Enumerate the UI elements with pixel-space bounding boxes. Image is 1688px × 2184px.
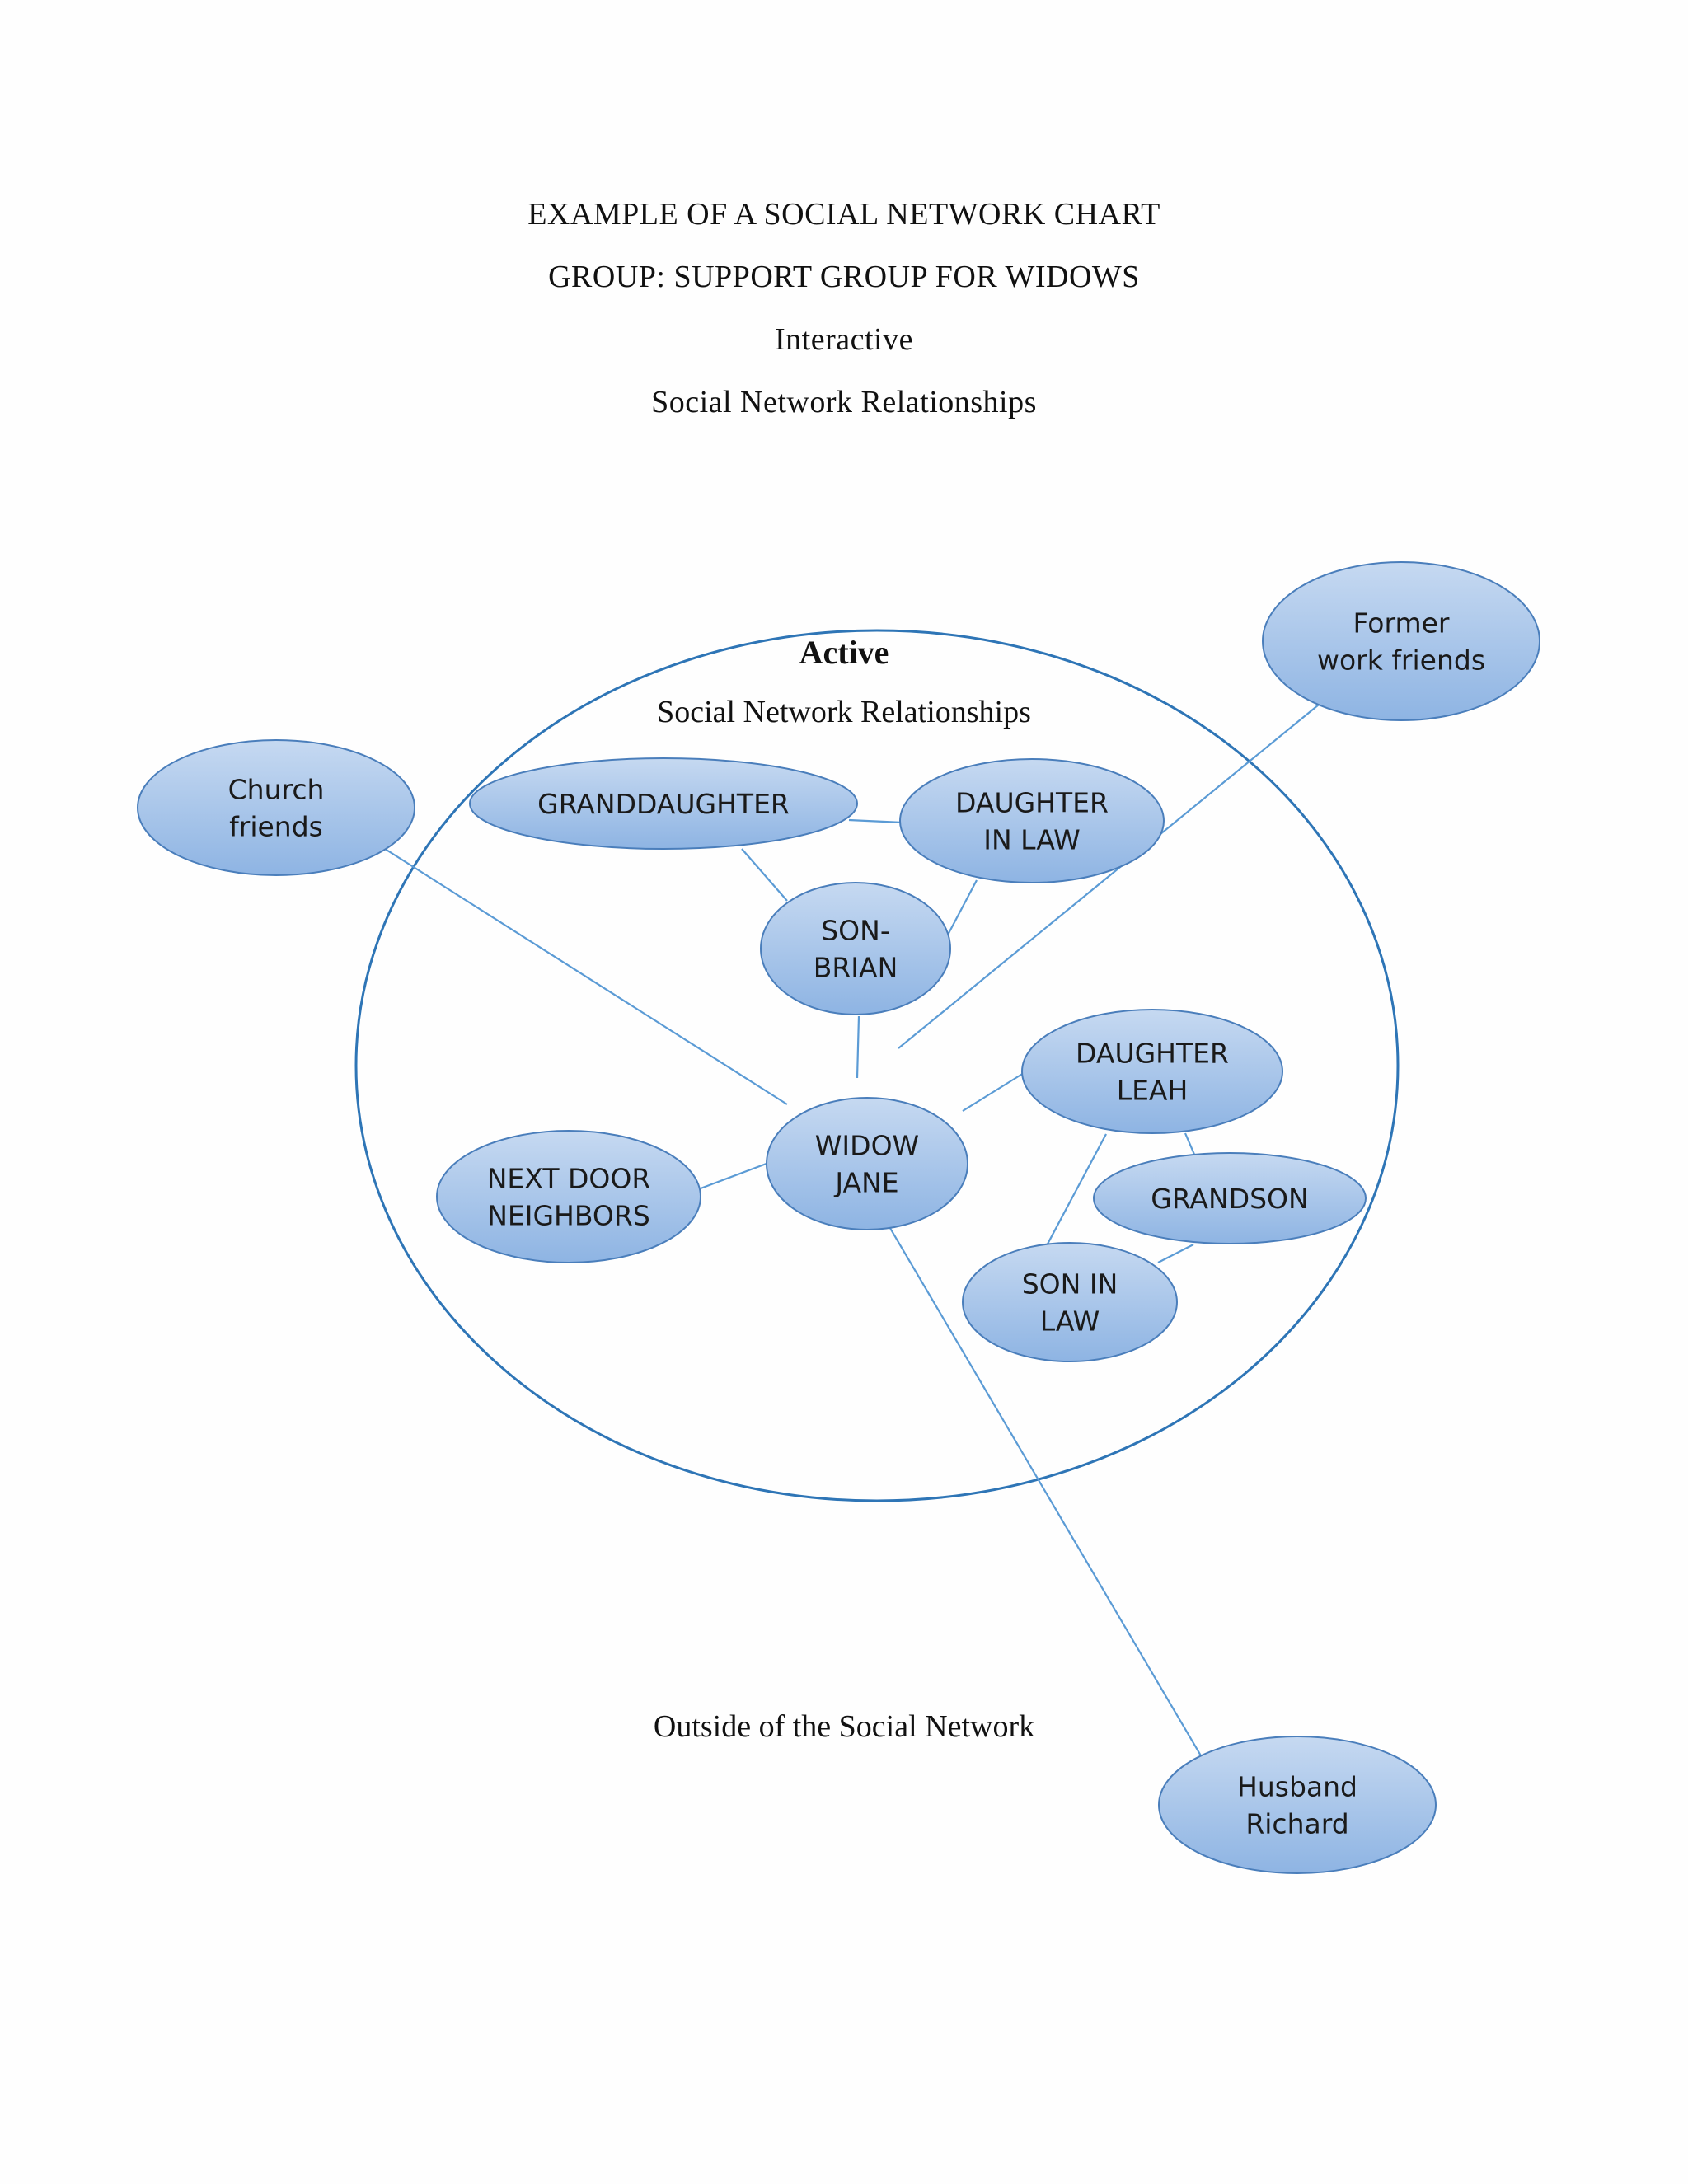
node-label: NEXT DOOR [487, 1163, 651, 1195]
node-ellipse [766, 1097, 968, 1230]
node-daughter-in-law: DAUGHTER IN LAW [899, 758, 1165, 883]
edge-widow-jane-to-neighbors [700, 1160, 771, 1190]
edge-daughter-in-law-to-son-brian [945, 879, 978, 939]
node-widow-jane: WIDOW JANE [766, 1097, 968, 1230]
node-label: Former [1353, 607, 1450, 640]
edge-grandson-to-son-in-law [1157, 1244, 1194, 1263]
edge-widow-jane-to-husband [884, 1219, 1203, 1758]
node-ellipse [1021, 1009, 1283, 1134]
edge-church-to-widow-jane [339, 819, 788, 1105]
node-label: friends [229, 811, 323, 843]
group-title: GROUP: SUPPORT GROUP FOR WIDOWS [548, 260, 1140, 294]
node-label: DAUGHTER [955, 787, 1109, 819]
active-region-title: Active [799, 634, 889, 671]
edge-granddaughter-to-daughter-in-law [848, 818, 903, 824]
node-label: IN LAW [983, 824, 1080, 856]
node-ellipse [469, 757, 858, 850]
node-label: Richard [1245, 1808, 1348, 1840]
node-ellipse [1262, 561, 1540, 721]
node-label: Church [228, 774, 325, 806]
node-daughter-leah: DAUGHTER LEAH [1021, 1009, 1283, 1134]
node-label: Husband [1237, 1771, 1357, 1803]
node-label: LAW [1040, 1305, 1100, 1338]
chart-title: EXAMPLE OF A SOCIAL NETWORK CHART [528, 197, 1160, 232]
node-label: WIDOW [815, 1130, 919, 1162]
node-label: BRIAN [814, 952, 898, 984]
subtitle-interactive: Interactive [775, 322, 913, 357]
edge-son-brian-to-widow-jane [856, 1015, 860, 1079]
node-label: work friends [1317, 644, 1485, 677]
node-granddaughter: GRANDDAUGHTER [469, 757, 858, 850]
node-neighbors: NEXT DOOR NEIGHBORS [436, 1130, 701, 1263]
node-former: Former work friends [1262, 561, 1540, 721]
edge-former-to-widow-jane [898, 704, 1320, 1049]
node-church: Church friends [137, 739, 415, 876]
active-network-circle [354, 629, 1400, 1502]
edge-daughter-leah-to-son-in-law [1044, 1133, 1107, 1249]
node-label: JANE [833, 1167, 898, 1199]
node-label: DAUGHTER [1076, 1038, 1229, 1070]
node-ellipse [760, 882, 951, 1015]
edge-granddaughter-to-son-brian [741, 848, 788, 902]
node-label: GRANDSON [1151, 1183, 1308, 1215]
node-son-brian: SON- BRIAN [760, 882, 951, 1015]
outside-network-label: Outside of the Social Network [653, 1709, 1035, 1744]
node-label: SON IN [1022, 1268, 1118, 1301]
node-label: SON- [821, 915, 890, 947]
edge-widow-jane-to-daughter-leah [962, 1072, 1025, 1112]
relationship-nodes: Church friends Former work friendsGRANDDAUG… [137, 561, 1540, 1874]
node-label: LEAH [1117, 1075, 1189, 1107]
edge-daughter-leah-to-grandson [1184, 1132, 1197, 1157]
node-label: NEIGHBORS [487, 1200, 650, 1232]
node-son-in-law: SON IN LAW [962, 1242, 1178, 1362]
node-label: GRANDDAUGHTER [537, 788, 790, 820]
node-ellipse [436, 1130, 701, 1263]
relationship-edges [339, 704, 1320, 1758]
node-ellipse [1093, 1152, 1367, 1244]
node-ellipse [899, 758, 1165, 883]
node-ellipse [137, 739, 415, 876]
active-region-subtitle: Social Network Relationships [657, 695, 1031, 729]
node-grandson: GRANDSON [1093, 1152, 1367, 1244]
node-ellipse [1158, 1736, 1437, 1874]
node-ellipse [962, 1242, 1178, 1362]
subtitle-relationships: Social Network Relationships [651, 385, 1037, 419]
